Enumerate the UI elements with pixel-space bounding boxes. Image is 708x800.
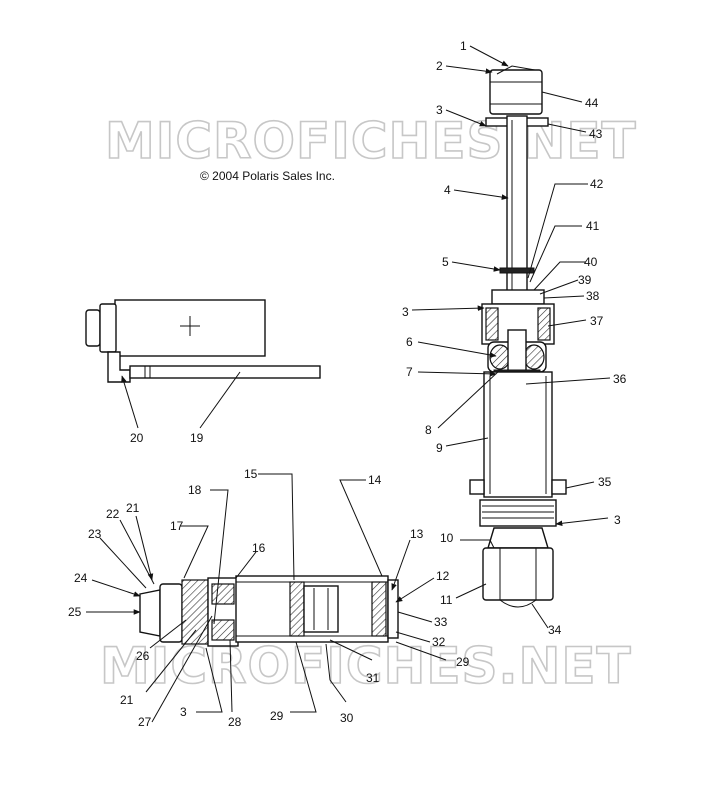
callout-39: 39 (578, 273, 592, 287)
callout-22: 22 (106, 507, 120, 521)
callout-3-top: 3 (436, 103, 443, 117)
callout-44: 44 (585, 96, 599, 110)
callout-15: 15 (244, 467, 258, 481)
callout-41: 41 (586, 219, 600, 233)
copyright-text: © 2004 Polaris Sales Inc. (200, 169, 335, 183)
callout-7: 7 (406, 365, 413, 379)
watermark-top: MICROFICHES.NET (105, 112, 637, 170)
callout-36: 36 (613, 372, 627, 386)
callout-4: 4 (444, 183, 451, 197)
callout-17: 17 (170, 519, 184, 533)
callout-23: 23 (88, 527, 102, 541)
callout-3-lower: 3 (614, 513, 621, 527)
callout-13: 13 (410, 527, 424, 541)
callout-20: 20 (130, 431, 144, 445)
callout-9: 9 (436, 441, 443, 455)
callout-37: 37 (590, 314, 604, 328)
callout-25: 25 (68, 605, 82, 619)
callout-11: 11 (440, 593, 453, 607)
reservoir-assembly (85, 299, 321, 383)
callout-21-bottom: 21 (120, 693, 134, 707)
callout-34: 34 (548, 623, 562, 637)
callout-3-bottom: 3 (180, 705, 187, 719)
callout-8: 8 (425, 423, 432, 437)
callout-27: 27 (138, 715, 152, 729)
callout-35: 35 (598, 475, 612, 489)
callout-28: 28 (228, 715, 242, 729)
callout-6: 6 (406, 335, 413, 349)
leader-lines (86, 45, 611, 723)
callout-10: 10 (440, 531, 454, 545)
callout-43: 43 (589, 127, 603, 141)
callout-12: 12 (436, 569, 450, 583)
callout-18: 18 (188, 483, 202, 497)
callout-16: 16 (252, 541, 266, 555)
callout-numbers: 1 2 44 3 43 4 42 41 5 40 39 38 3 37 6 7 … (68, 39, 627, 729)
callout-42: 42 (590, 177, 604, 191)
watermark-bottom: MICROFICHES.NET (100, 637, 632, 695)
callout-31: 31 (366, 671, 380, 685)
callout-40: 40 (584, 255, 598, 269)
callout-29-bottom: 29 (270, 709, 284, 723)
callout-3-mid: 3 (402, 305, 409, 319)
callout-21-top: 21 (126, 501, 140, 515)
callout-29-right: 29 (456, 655, 470, 669)
callout-1: 1 (460, 39, 467, 53)
callout-2: 2 (436, 59, 443, 73)
vertical-shock-assembly (469, 65, 567, 608)
callout-32: 32 (432, 635, 446, 649)
callout-38: 38 (586, 289, 600, 303)
callout-26: 26 (136, 649, 150, 663)
callout-5: 5 (442, 255, 449, 269)
callout-19: 19 (190, 431, 204, 445)
callout-14: 14 (368, 473, 382, 487)
callout-24: 24 (74, 571, 88, 585)
callout-33: 33 (434, 615, 448, 629)
horizontal-shock-assembly (139, 575, 399, 647)
callout-30: 30 (340, 711, 354, 725)
